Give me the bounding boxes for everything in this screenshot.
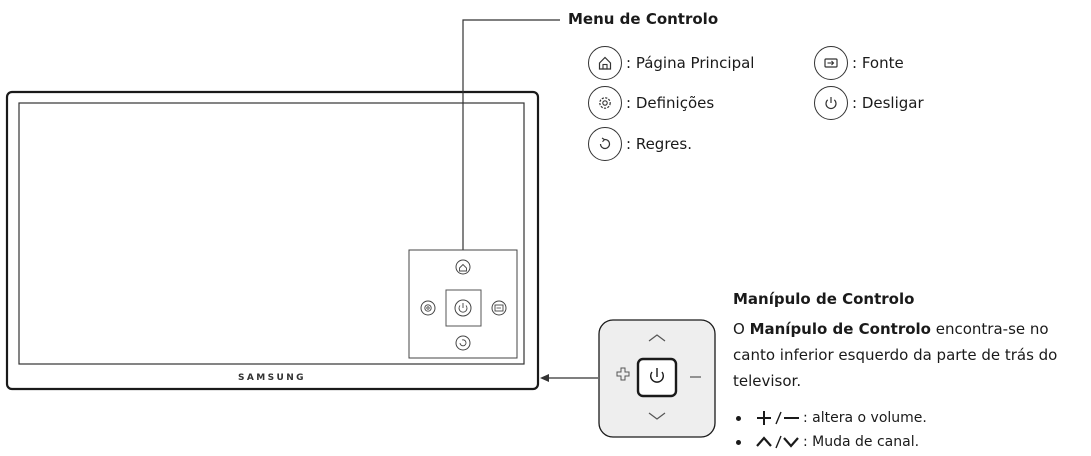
legend-settings-label: : Definições (626, 94, 715, 112)
joystick-power-button (636, 357, 678, 398)
legend-source: : Fonte (814, 46, 904, 80)
joystick-bullets: : altera o volume. : Muda de canal. (736, 406, 927, 454)
return-icon (588, 127, 622, 161)
menu-callout-line (462, 19, 560, 258)
bullet-volume: : altera o volume. (736, 406, 927, 430)
joystick-down-icon (648, 412, 666, 420)
legend-home-label: : Página Principal (626, 54, 755, 72)
bullet-channel-text: : Muda de canal. (803, 434, 920, 450)
legend-power-label: : Desligar (852, 94, 924, 112)
joystick-title: Manípulo de Controlo (733, 290, 915, 308)
joystick-up-icon (648, 334, 666, 342)
legend-power: : Desligar (814, 86, 924, 120)
panel-source-icon (491, 300, 507, 316)
joystick-description: O Manípulo de Controlo encontra-se no ca… (733, 320, 1058, 390)
tv-brand-logo: SAMSUNG (238, 373, 306, 383)
control-menu-title: Menu de Controlo (568, 10, 719, 28)
bullet-channel: : Muda de canal. (736, 430, 927, 454)
panel-power-icon (454, 299, 472, 317)
panel-gear-icon (420, 300, 436, 316)
legend-source-label: : Fonte (852, 54, 904, 72)
panel-home-icon (455, 259, 471, 275)
gear-icon (588, 86, 622, 120)
bullet-volume-text: : altera o volume. (803, 410, 927, 426)
power-icon (814, 86, 848, 120)
joystick-pointer-arrowhead (540, 374, 549, 382)
bullet-dot (736, 415, 741, 421)
legend-return-label: : Regres. (626, 135, 692, 153)
joystick-power-icon (650, 371, 664, 383)
channel-symbols-icon (756, 435, 799, 449)
source-icon (814, 46, 848, 80)
joystick-plus-icon (616, 367, 630, 381)
joystick-desc-bold: Manípulo de Controlo (749, 320, 931, 338)
bullet-dot (736, 439, 741, 445)
volume-symbols-icon (757, 411, 799, 425)
control-menu-center-frame (445, 289, 482, 327)
legend-return: : Regres. (588, 127, 692, 161)
home-icon (588, 46, 622, 80)
legend-settings: : Definições (588, 86, 714, 120)
panel-return-icon (455, 335, 471, 351)
legend-home: : Página Principal (588, 46, 754, 80)
